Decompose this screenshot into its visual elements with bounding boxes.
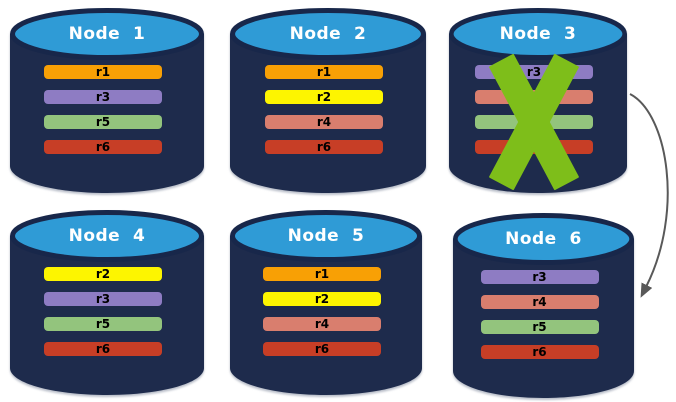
cylinder-top-ellipse [10,210,204,262]
replica-label: r3 [532,270,547,284]
replica-label: r6 [95,140,111,154]
replica-label: r2 [95,267,111,281]
node-2: Node 2 r1 r2 r4 r6 [230,8,426,195]
replica-label: r3 [95,292,111,306]
replica-label: r6 [316,140,332,154]
replica-bar: r1 [44,65,162,79]
replica-bar: r5 [44,317,162,331]
replica-bar: r1 [265,65,383,79]
replica-bar: r4 [263,317,381,331]
node-4: Node 4 r2 r3 r5 r6 [10,210,204,397]
node-6: Node 6 r3 r4 r5 r6 [453,213,634,400]
replica-bar: r6 [480,345,599,359]
failure-x-icon [489,53,579,191]
node-title: Node 2 [289,24,367,44]
replica-label: r6 [532,345,547,359]
node-5: Node 5 r1 r2 r4 r6 [230,210,422,397]
replica-label: r4 [314,317,330,331]
replica-bar: r1 [263,267,381,281]
replica-bar: r3 [480,270,599,284]
replica-label: r6 [314,342,330,356]
replica-bar: r5 [480,320,599,334]
replica-label: r6 [95,342,111,356]
replica-bar: r2 [44,267,162,281]
replica-label: r5 [95,115,111,129]
replica-label: r1 [316,65,332,79]
replica-label: r1 [95,65,111,79]
node-title: Node 3 [499,24,577,44]
replica-bar: r2 [265,90,383,104]
replica-label: r3 [526,65,542,79]
cylinder-top-ellipse [230,8,426,60]
replica-bar: r6 [44,140,162,154]
replica-bar: r2 [263,292,381,306]
replica-label: r3 [95,90,111,104]
replica-bar: r5 [44,115,162,129]
cylinder-top-ellipse [449,8,627,60]
replica-bar: r4 [480,295,599,309]
node-title: Node 5 [287,226,365,246]
replica-bar: r3 [44,90,162,104]
replica-label: r4 [532,295,547,309]
node-title: Node 1 [68,24,146,44]
replica-bar: r4 [265,115,383,129]
replica-bar: r6 [263,342,381,356]
node-title: Node 4 [68,226,146,246]
replica-label: r4 [316,115,332,129]
node-1: Node 1 r1 r3 r5 r6 [10,8,204,195]
replica-label: r5 [532,320,547,334]
replica-label: r2 [316,90,332,104]
replica-label: r5 [95,317,111,331]
replica-label: r1 [314,267,330,281]
replica-bar: r6 [265,140,383,154]
cylinder-top-ellipse [10,8,204,60]
replica-bar: r3 [44,292,162,306]
replica-bar: r6 [44,342,162,356]
node-title: Node 6 [505,229,582,249]
replica-label: r2 [314,292,330,306]
cylinder-top-ellipse [230,210,422,262]
